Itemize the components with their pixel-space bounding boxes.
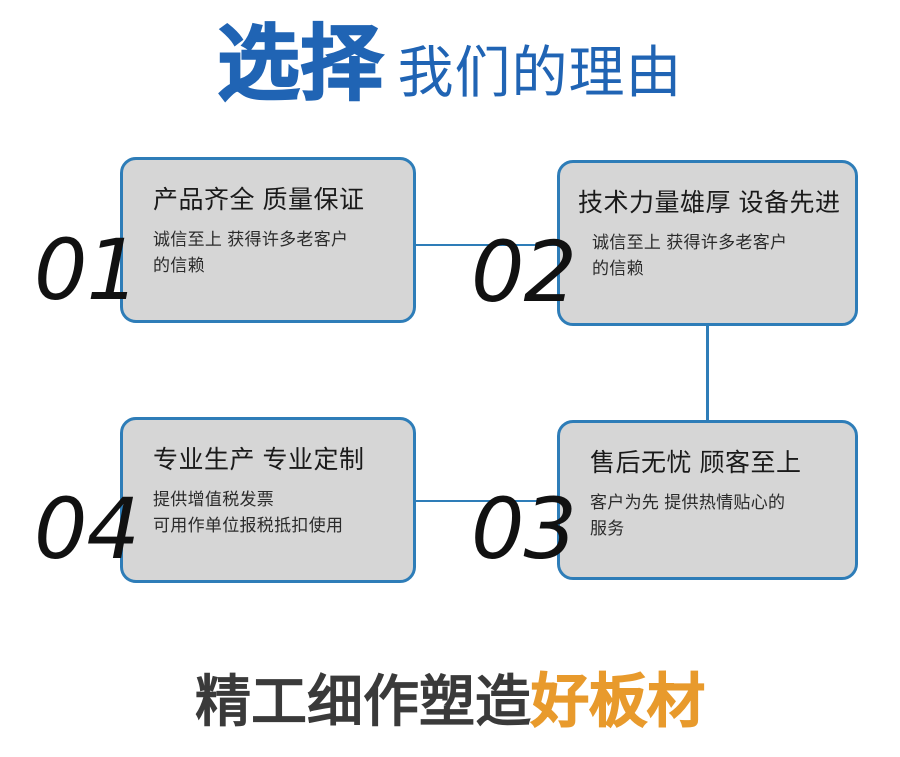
- card-content: 售后无忧 顾客至上 客户为先 提供热情贴心的 服务: [560, 423, 855, 577]
- card-body-line: 客户为先 提供热情贴心的: [590, 492, 786, 512]
- card-body-line: 服务: [590, 519, 625, 539]
- card-index-04: 04: [34, 480, 140, 578]
- card-body-line: 提供增值税发票: [153, 489, 275, 509]
- card-title: 专业生产 专业定制: [153, 446, 365, 474]
- footer-slogan: 精工细作塑造好板材: [0, 670, 900, 733]
- card-content: 专业生产 专业定制 提供增值税发票 可用作单位报税抵扣使用: [123, 420, 413, 580]
- card-body: 客户为先 提供热情贴心的 服务: [590, 490, 837, 543]
- card-title: 技术力量雄厚 设备先进: [578, 189, 841, 217]
- card-content: 产品齐全 质量保证 诚信至上 获得许多老客户 的信赖: [123, 160, 413, 320]
- connector-line-04-to-03: [404, 500, 570, 502]
- card-body: 诚信至上 获得许多老客户 的信赖: [578, 230, 837, 283]
- reason-card-01[interactable]: 产品齐全 质量保证 诚信至上 获得许多老客户 的信赖: [120, 157, 416, 323]
- card-body-line: 可用作单位报税抵扣使用: [153, 516, 344, 536]
- card-body-line: 的信赖: [153, 256, 205, 276]
- reason-card-02[interactable]: 技术力量雄厚 设备先进 诚信至上 获得许多老客户 的信赖: [557, 160, 858, 326]
- card-body: 诚信至上 获得许多老客户 的信赖: [153, 227, 395, 280]
- connector-line-02-to-03: [706, 318, 709, 426]
- footer-slogan-primary: 精工细作塑造: [194, 670, 531, 733]
- card-body-line: 诚信至上 获得许多老客户: [592, 232, 788, 252]
- card-title: 产品齐全 质量保证: [153, 186, 365, 214]
- card-body: 提供增值税发票 可用作单位报税抵扣使用: [153, 487, 395, 540]
- card-index-01: 01: [34, 221, 140, 319]
- card-body-line: 的信赖: [592, 259, 644, 279]
- connector-line-01-to-02: [404, 244, 570, 246]
- card-title: 售后无忧 顾客至上: [590, 449, 802, 477]
- card-content: 技术力量雄厚 设备先进 诚信至上 获得许多老客户 的信赖: [560, 163, 855, 323]
- page-title: 选择我们的理由: [0, 23, 900, 107]
- card-index-02: 02: [471, 223, 577, 321]
- reason-card-04[interactable]: 专业生产 专业定制 提供增值税发票 可用作单位报税抵扣使用: [120, 417, 416, 583]
- title-subtext: 我们的理由: [397, 41, 683, 104]
- footer-slogan-accent: 好板材: [530, 667, 705, 735]
- title-emphasis: 选择: [216, 17, 384, 112]
- card-index-03: 03: [471, 480, 577, 578]
- card-body-line: 诚信至上 获得许多老客户: [153, 229, 349, 249]
- reason-card-03[interactable]: 售后无忧 顾客至上 客户为先 提供热情贴心的 服务: [557, 420, 858, 580]
